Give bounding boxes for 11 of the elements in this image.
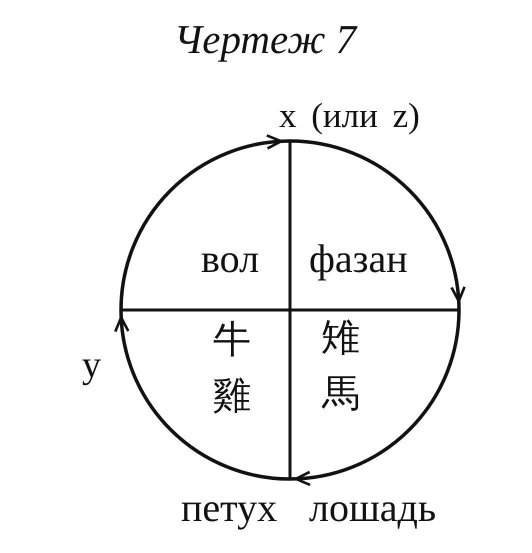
word-label: петух [181, 488, 278, 528]
axis-label: y [82, 346, 101, 384]
word-label: лошадь [309, 488, 436, 528]
chinese-character: 馬 [322, 375, 360, 413]
chinese-character: 牛 [213, 321, 251, 359]
figure-title: Чертеж 7 [174, 19, 356, 60]
chinese-character: 雞 [213, 377, 251, 415]
axis-label: x (или z) [279, 98, 420, 133]
chinese-character: 雉 [322, 319, 360, 357]
word-label: фазан [309, 239, 408, 279]
word-label: вол [201, 239, 260, 279]
